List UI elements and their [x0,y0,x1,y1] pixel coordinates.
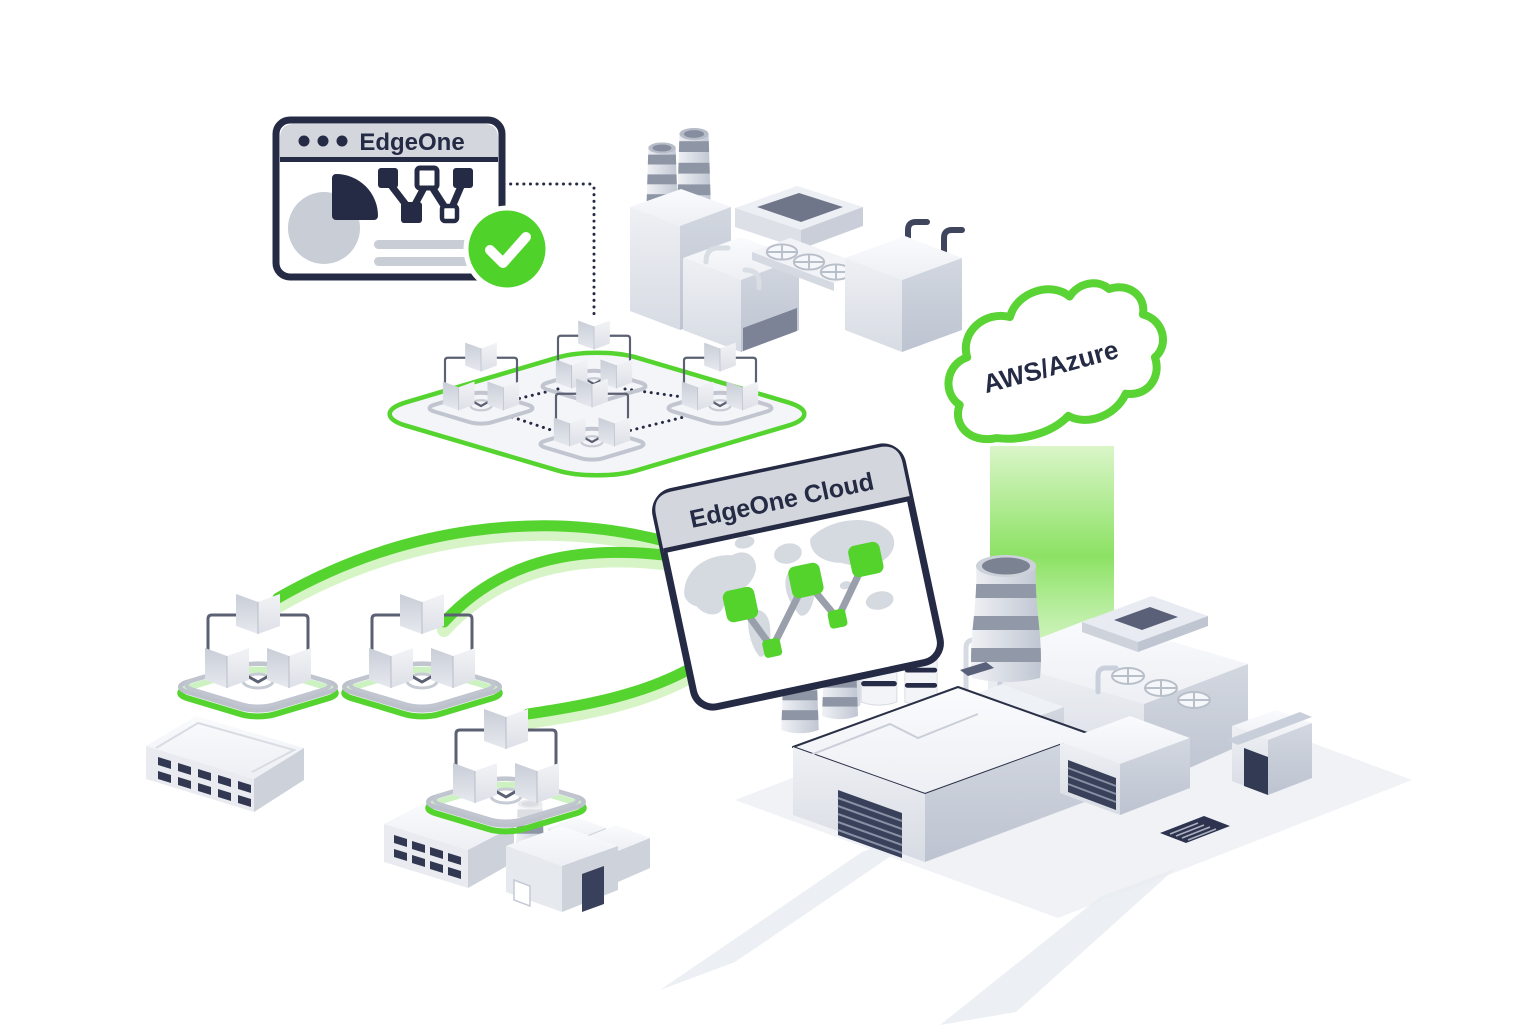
check-icon [463,205,551,293]
global-network-icon [722,541,884,658]
edge-site-2 [334,594,509,719]
garage-door [1067,760,1117,810]
provider-cloud: AWS/Azure [944,279,1167,444]
garage-door [837,790,903,858]
ground-grate [1160,816,1230,843]
browser-window: EdgeOne [272,116,551,293]
connection-curve [438,546,678,628]
cloud-icon: AWS/Azure [944,279,1167,444]
window-dots-icon [298,135,348,147]
main-factory [660,555,1412,1025]
edge-site-3 [418,709,593,834]
connection-curve [522,658,704,720]
connection-curve [272,520,674,604]
top-factory [630,128,965,352]
edge-site-1 [170,594,345,719]
office-building [146,716,304,812]
cooling-tower [960,555,1041,682]
small-factory-group [384,800,650,912]
edge-platform [366,321,827,483]
edgeone-cloud-panel: EdgeOne Cloud [652,443,944,711]
browser-title: EdgeOne [359,129,464,156]
edge-connections [271,520,705,729]
browser-connector [502,182,596,318]
door [582,866,604,912]
door [1244,748,1268,795]
platform-dotted-links [510,386,692,435]
network-graph-icon [378,165,473,224]
pie-chart-icon [288,174,378,264]
